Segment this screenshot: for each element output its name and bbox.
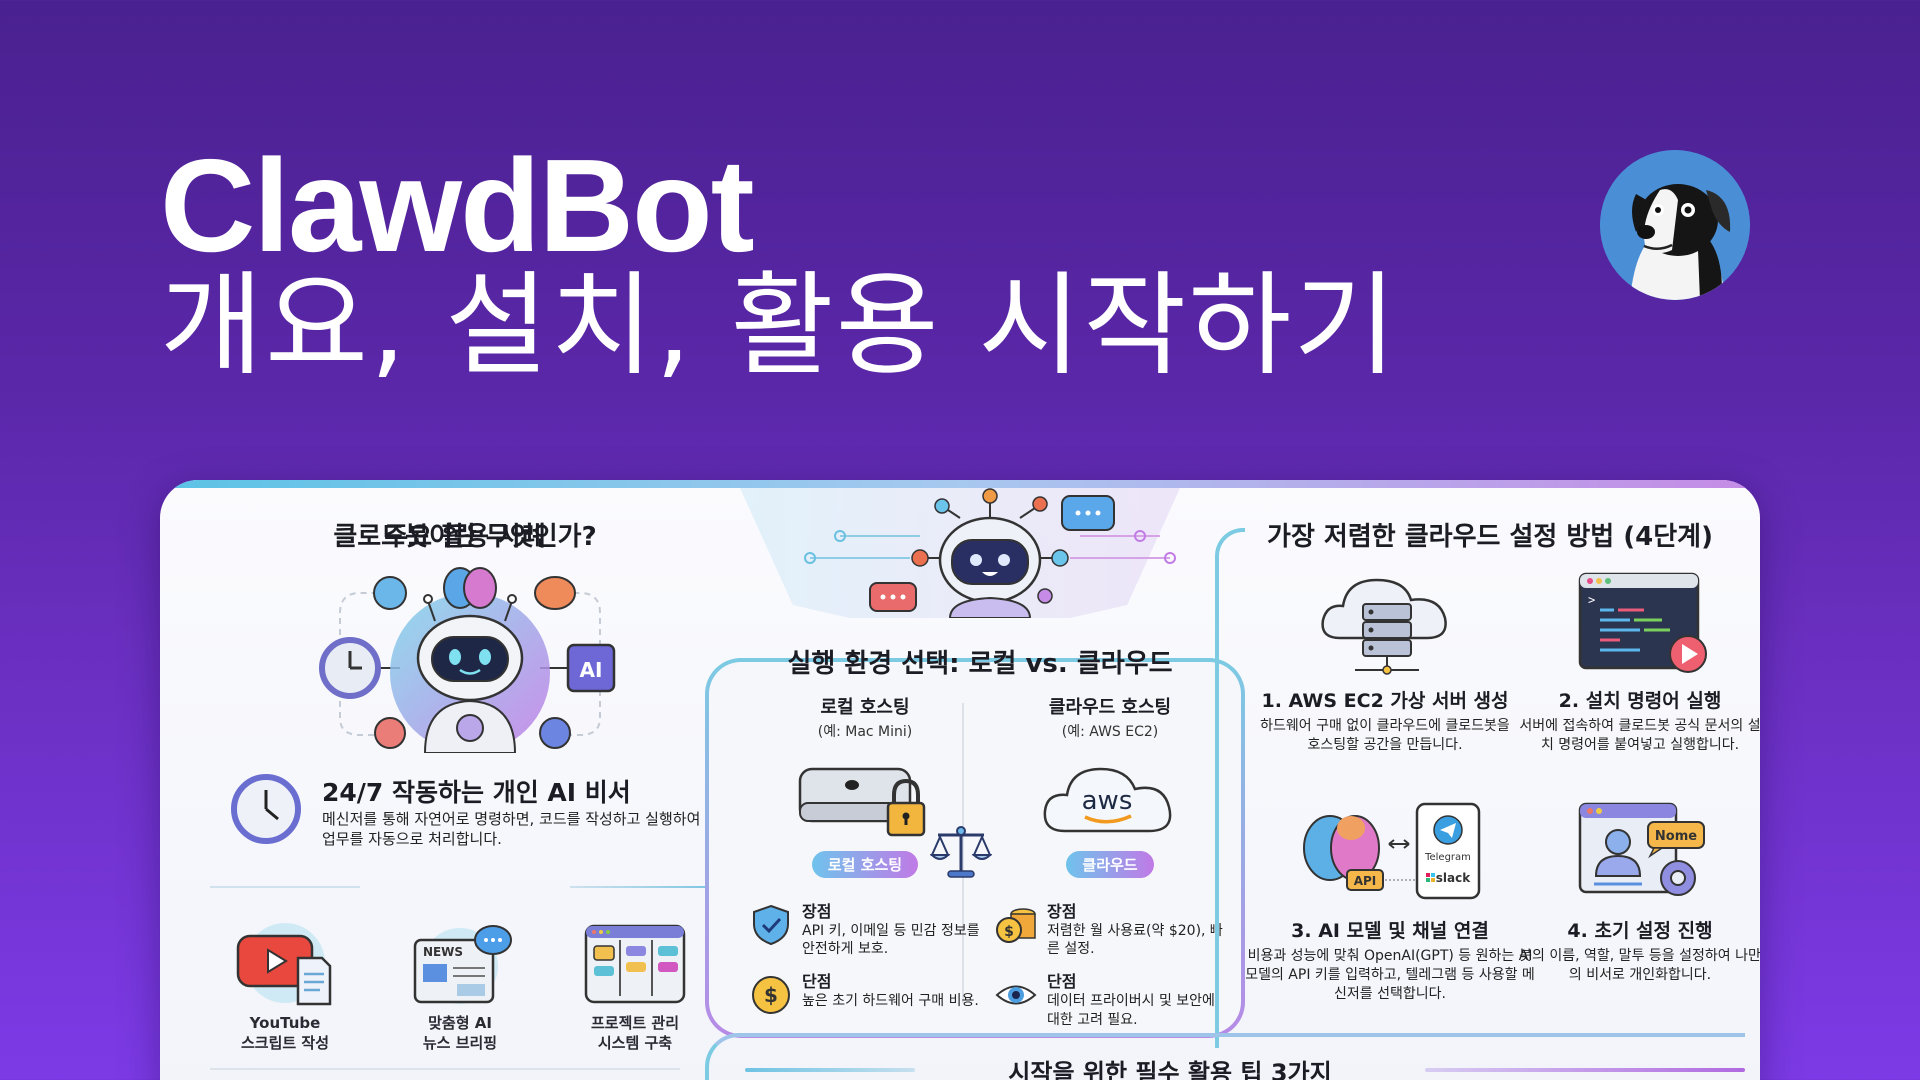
column-divider bbox=[962, 703, 964, 1003]
step-title: 2. 설치 명령어 실행 bbox=[1558, 690, 1722, 712]
step-description: 서버에 접속하여 클로드봇 공식 문서의 설치 명령어를 붙여넣고 실행합니다. bbox=[1519, 718, 1760, 753]
svg-text:slack: slack bbox=[1436, 871, 1471, 885]
clock-icon bbox=[319, 637, 381, 699]
use-case-label: 시스템 구축 bbox=[597, 1033, 673, 1052]
cloud-hosting-column: 클라우드 호스팅 (예: AWS EC2) aws 클라우드 bbox=[990, 693, 1230, 878]
balance-scale-icon bbox=[930, 826, 992, 878]
cloud-cons: 단점 데이터 프라이버시 및 보안에 대한 고려 필요. bbox=[995, 968, 1225, 1028]
coin-stack-icon: $ bbox=[996, 908, 1036, 943]
svg-text:$: $ bbox=[1004, 924, 1014, 940]
step-description: 비용과 성능에 맞춰 OpenAI(GPT) 등 원하는 AI 모델의 API … bbox=[1245, 948, 1535, 1002]
hero-subtitle: 개요, 설치, 활용 시작하기 bbox=[160, 261, 1399, 391]
section-title-cloud-setup: 가장 저렴한 클라우드 설정 방법 (4단계) bbox=[1267, 522, 1713, 552]
right-section-frame bbox=[1215, 528, 1245, 1048]
setup-step-3: API Telegram slack 3. AI 모델 및 채널 연결 비용과 … bbox=[1240, 798, 1540, 1004]
feature-24-7-assistant: 24/7 작동하는 개인 AI 비서 메신저를 통해 자연어로 명령하면, 코드… bbox=[230, 773, 733, 853]
svg-text:>: > bbox=[1588, 593, 1595, 607]
section-title-what-is: 클로드봇이란 무엇인가? bbox=[333, 522, 597, 552]
brain-api-messenger-icon: API Telegram slack bbox=[1303, 802, 1481, 900]
step-title: 4. 초기 설정 진행 bbox=[1567, 920, 1713, 942]
step-description: 하드웨어 구매 없이 클라우드에 클로드봇을 호스팅할 공간을 만듭니다. bbox=[1260, 718, 1510, 753]
local-cons: $ 단점 높은 초기 하드웨어 구매 비용. bbox=[750, 968, 980, 1024]
middle-section-frame bbox=[705, 658, 1245, 1038]
use-case-news: NEWS 맞춤형 AI 뉴스 브리핑 bbox=[385, 918, 535, 1053]
use-case-project: 프로젝트 관리 시스템 구축 bbox=[560, 918, 710, 1053]
divider bbox=[1425, 1068, 1745, 1072]
local-hosting-pill: 로컬 호스팅 bbox=[811, 851, 919, 878]
section-title-use-cases: 주요 활용 사례 bbox=[384, 522, 546, 552]
setup-step-2: > 2. 설치 명령어 실행 서버에 접속하여 클로드봇 공식 문서의 설치 명… bbox=[1515, 568, 1760, 755]
tips-section-frame bbox=[705, 1033, 1745, 1080]
cloud-pros-cons: $ 장점 저렴한 월 사용료(약 $20), 빠른 설정. 단점 데이터 프라이… bbox=[995, 898, 1225, 1039]
use-case-label: 프로젝트 관리 bbox=[590, 1014, 680, 1032]
ai-chip-icon: AI bbox=[566, 643, 616, 693]
cons-title: 단점 bbox=[802, 972, 832, 992]
shield-check-icon bbox=[753, 904, 789, 946]
setup-step-1: 1. AWS EC2 가상 서버 생성 하드웨어 구매 없이 클라우드에 클로드… bbox=[1260, 568, 1510, 755]
kanban-board-icon bbox=[584, 924, 686, 1004]
svg-text:AI: AI bbox=[580, 658, 603, 682]
cons-text: 데이터 프라이버시 및 보안에 대한 고려 필요. bbox=[1047, 993, 1215, 1028]
local-hosting-column: 로컬 호스팅 (예: Mac Mini) 로컬 호스팅 bbox=[745, 693, 985, 878]
cons-text: 높은 초기 하드웨어 구매 비용. bbox=[802, 993, 979, 1010]
use-case-list: YouTube 스크립트 작성 NEWS 맞춤형 AI bbox=[210, 918, 710, 1053]
svg-text:$: $ bbox=[764, 983, 778, 1007]
step-description: 봇의 이름, 역할, 말투 등을 설정하여 나만의 비서로 개인화합니다. bbox=[1519, 948, 1760, 983]
youtube-script-icon bbox=[236, 923, 332, 1006]
svg-text:NEWS: NEWS bbox=[423, 945, 463, 959]
svg-text:Nome: Nome bbox=[1655, 829, 1697, 844]
news-icon: NEWS bbox=[413, 925, 512, 1004]
svg-text:API: API bbox=[1354, 874, 1377, 888]
profile-settings-icon: Nome bbox=[1578, 802, 1705, 896]
local-hosting-example: (예: Mac Mini) bbox=[817, 724, 913, 740]
use-case-label: 스크립트 작성 bbox=[240, 1033, 330, 1052]
cloud-hosting-pill: 클라우드 bbox=[1066, 851, 1154, 878]
use-case-youtube: YouTube 스크립트 작성 bbox=[210, 918, 360, 1053]
section-title-tips: 시작을 위한 필수 활용 팁 3가지 bbox=[1008, 1059, 1332, 1080]
pros-title: 장점 bbox=[1047, 902, 1077, 921]
pros-text: 저렴한 월 사용료(약 $20), 빠른 설정. bbox=[1047, 923, 1223, 958]
pros-title: 장점 bbox=[802, 902, 832, 921]
step-title: 1. AWS EC2 가상 서버 생성 bbox=[1261, 690, 1509, 712]
divider bbox=[210, 886, 360, 888]
mac-mini-lock-icon bbox=[798, 767, 926, 837]
pros-text: API 키, 이메일 등 민감 정보를 안전하게 보호. bbox=[802, 923, 980, 958]
border-collie-dog-icon bbox=[1600, 150, 1750, 300]
local-pros: 장점 API 키, 이메일 등 민감 정보를 안전하게 보호. bbox=[750, 898, 980, 958]
cloud-hosting-example: (예: AWS EC2) bbox=[1061, 724, 1159, 740]
clock-icon bbox=[231, 774, 301, 844]
divider bbox=[745, 1068, 915, 1072]
cloud-server-icon bbox=[1321, 578, 1447, 675]
local-pros-cons: 장점 API 키, 이메일 등 민감 정보를 안전하게 보호. $ 단점 높은 … bbox=[750, 898, 980, 1034]
cloud-pros: $ 장점 저렴한 월 사용료(약 $20), 빠른 설정. bbox=[995, 898, 1225, 958]
use-case-label: 맞춤형 AI bbox=[428, 1014, 492, 1032]
terminal-run-icon: > bbox=[1578, 572, 1707, 673]
robot-network-icon bbox=[804, 488, 1176, 618]
divider bbox=[210, 1068, 680, 1070]
divider bbox=[570, 886, 710, 888]
robot-hub-icon: AI bbox=[319, 567, 616, 753]
eye-icon bbox=[995, 985, 1037, 1005]
infographic-card: 클로드봇이란 무엇인가? bbox=[160, 480, 1760, 1080]
brain-icon bbox=[443, 567, 497, 609]
svg-text:aws: aws bbox=[1082, 786, 1133, 816]
use-case-label: 뉴스 브리핑 bbox=[422, 1033, 498, 1052]
cloud-hosting-title: 클라우드 호스팅 bbox=[1048, 697, 1172, 718]
feature-description: 메신저를 통해 자연어로 명령하면, 코드를 작성하고 실행하여 실제 업무를 … bbox=[322, 810, 733, 849]
setup-step-4: Nome 4. 초기 설정 진행 봇의 이름, 역할, 말투 등을 설정하여 나… bbox=[1515, 798, 1760, 985]
section-title-environment: 실행 환경 선택: 로컬 vs. 클라우드 bbox=[787, 649, 1173, 679]
feature-title: 24/7 작동하는 개인 AI 비서 bbox=[322, 778, 631, 807]
svg-text:Telegram: Telegram bbox=[1424, 852, 1471, 863]
local-hosting-title: 로컬 호스팅 bbox=[820, 697, 910, 718]
step-title: 3. AI 모델 및 채널 연결 bbox=[1291, 920, 1489, 942]
hero-title: ClawdBot bbox=[160, 132, 755, 279]
use-case-label: YouTube bbox=[249, 1014, 321, 1032]
cons-title: 단점 bbox=[1047, 972, 1077, 992]
dollar-coin-icon: $ bbox=[752, 976, 790, 1015]
aws-cloud-icon: aws bbox=[1043, 767, 1172, 833]
card-gradient-border bbox=[160, 480, 1760, 488]
